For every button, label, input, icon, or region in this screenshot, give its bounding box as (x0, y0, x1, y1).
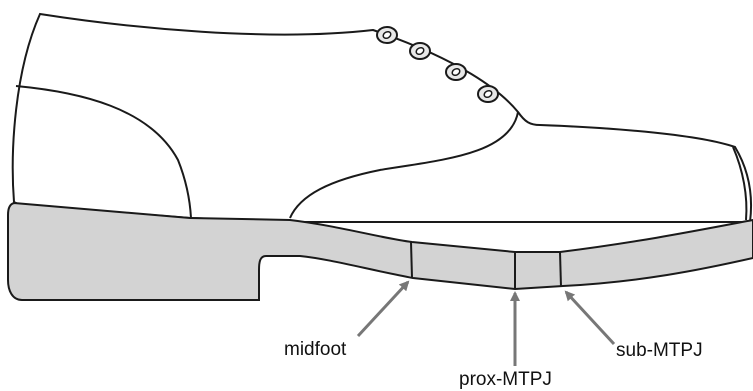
label-prox-mtpj: prox-MTPJ (459, 369, 552, 390)
arrow-midfoot (356, 280, 410, 338)
eyelet-2 (409, 42, 431, 60)
label-sub-mtpj: sub-MTPJ (616, 340, 703, 361)
divider-sub-mtpj (559, 251, 562, 288)
shoe-upper (11, 12, 753, 224)
shoe-sole (7, 201, 753, 301)
eyelet-4 (477, 85, 499, 103)
label-midfoot: midfoot (284, 339, 347, 360)
eyelet-3 (445, 63, 467, 81)
upper-seam-heel (15, 85, 192, 219)
eyelet-1 (376, 26, 398, 44)
arrow-sub-mtpj (564, 290, 616, 346)
upper-seam-toe (732, 146, 748, 221)
upper-seam-vamp (289, 111, 519, 219)
divider-midfoot (410, 241, 413, 279)
